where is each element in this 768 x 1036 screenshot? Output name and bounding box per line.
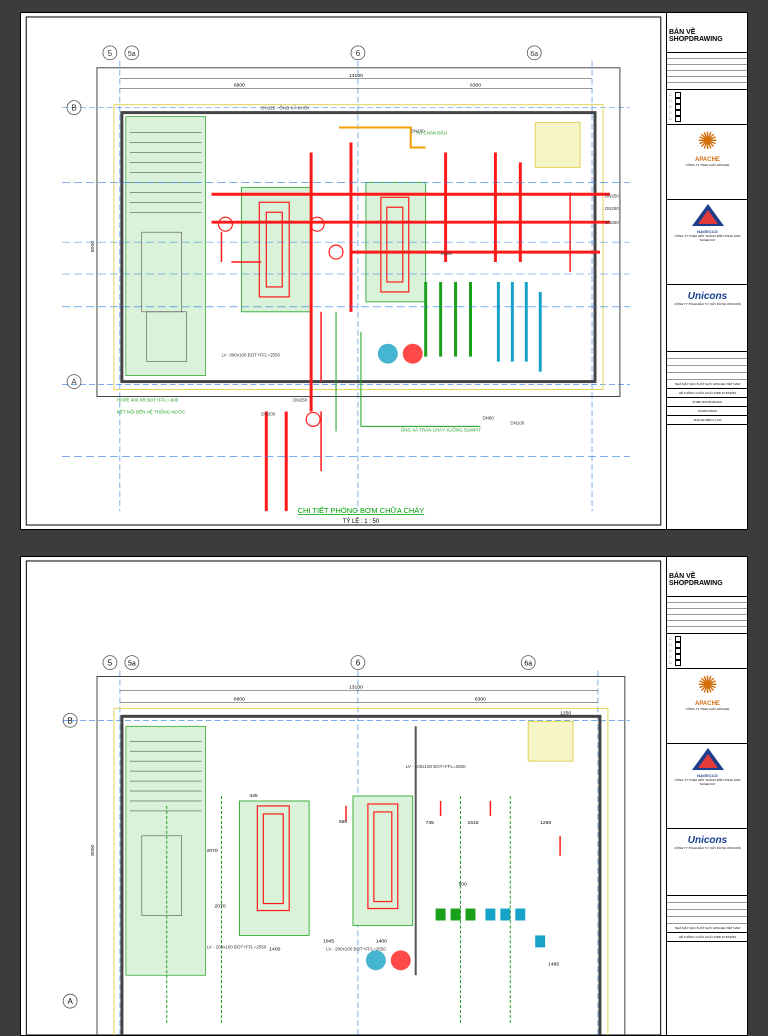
note-5: HOPE 400 XR BOT+FFL=-900: [117, 397, 179, 402]
row-label-b: B: [71, 104, 76, 113]
dim-height: 8000: [90, 844, 96, 855]
dim-d12: 500: [459, 882, 468, 888]
note-dn-3: DN250: [605, 220, 619, 225]
note-dn-8: DN250: [293, 397, 307, 402]
drawing-sheet-1: 5 5a 6 6a B A 13100 6800 6300 8000: [20, 12, 748, 530]
row-label-b: B: [67, 716, 72, 725]
pump-room-layout-drawing: 5 5a 6 6a B A 13100 6800 6300 8000 1250: [25, 560, 662, 1035]
note-lv-3: LV - 100x100 BOT+FFL=2550: [406, 764, 466, 769]
dim-d6: 1400: [376, 938, 387, 944]
nagecco-logo-icon: [691, 204, 724, 227]
grid-label-5a: 5a: [128, 661, 136, 668]
row-label-a: A: [71, 378, 77, 387]
dim-d13: 1485: [548, 961, 559, 967]
drawing-scale: TỶ LỆ : 1 : 50: [343, 517, 380, 525]
drawing-number: SHD-02-MEP-F (1/3): [667, 416, 747, 426]
client-logo: ✺ APACHE CÔNG TY TNHH GIÀY APACHE: [667, 125, 747, 201]
dim-right: 6300: [470, 83, 481, 89]
note-dn-6: DN100: [510, 420, 524, 425]
row-label-a: A: [67, 997, 73, 1006]
contractor-logo: Unicons CÔNG TY TNHH ĐẦU TƯ XÂY DỰNG UNI…: [667, 829, 747, 897]
client-logo: ✺ APACHE CÔNG TY TNHH GIÀY APACHE: [667, 669, 747, 745]
note-dn-2: DN250: [605, 206, 619, 211]
pump-room-plan-drawing: 5 5a 6 6a B A 13100 6800 6300 8000: [25, 16, 662, 526]
note-dn-9: DN100: [411, 129, 425, 134]
drawing-sheet-2: 5 5a 6 6a B A 13100 6800 6300 8000 1250: [20, 556, 748, 1036]
signature-rows: [667, 896, 747, 925]
dim-d5: 1845: [323, 938, 334, 944]
grid-label-6a: 6a: [530, 51, 538, 58]
title-block-1: BẢN VẼ SHOPDRAWING □□□□□ ✺ APACHE CÔNG T…: [666, 13, 747, 529]
dim-total: 13100: [349, 73, 363, 79]
grid-bubbles-top: 5 5a 6 6a: [102, 45, 542, 61]
apache-logo-icon: ✺: [697, 128, 718, 156]
project-name: NHÀ MÁY SẢN XUẤT GIÀY APACHE VIỆT NAM: [667, 924, 747, 934]
grid-label-5: 5: [108, 659, 113, 668]
dim-total: 13100: [349, 684, 363, 690]
drawing-type: BẢN VẼ SHOPDRAWING: [667, 557, 747, 597]
revision-grid: [667, 53, 747, 90]
dim-d11: 2070: [215, 904, 226, 910]
note-dn-7: DN200: [261, 411, 275, 416]
grid-label-6a: 6a: [524, 661, 532, 668]
grid-label-6: 6: [356, 49, 361, 58]
dim-left: 6800: [234, 83, 245, 89]
note-dn-5: DN80: [482, 415, 494, 420]
signature-rows: [667, 352, 747, 381]
consultant-logo: NAGECCO CÔNG TY TNHH MỘT THÀNH VIÊN TỔNG…: [667, 200, 747, 286]
note-lv-1: LV - 200x100 BOT+FFL=2550: [207, 944, 267, 949]
dim-d3: 2070: [207, 848, 218, 854]
title-block-2: BẢN VẼ SHOPDRAWING □□□□□ ✺ APACHE CÔNG T…: [666, 557, 747, 1035]
status-box: □□□□□: [667, 634, 747, 670]
system-name: HỆ THỐNG CHỮA CHÁY FIRE SYSTEMS: [667, 933, 747, 943]
drawing-subtitle: PUMP ROOM: [667, 407, 747, 417]
note-dn-4: DN80: [441, 251, 453, 256]
dim-d8: 745: [426, 820, 435, 826]
consultant-logo: NAGECCO CÔNG TY TNHH MỘT THÀNH VIÊN TỔNG…: [667, 744, 747, 830]
dim-left: 6800: [234, 696, 245, 702]
grid-label-6: 6: [356, 659, 361, 668]
revision-grid: [667, 597, 747, 634]
note-6: KẾT NỐI ĐẾN HỆ THỐNG NƯỚC: [117, 407, 186, 414]
drawing-caption: CHI TIẾT PHÒNG BƠM CHỮA CHÁY: [298, 505, 425, 515]
dim-d7: 580: [339, 819, 348, 825]
status-box: □□□□□: [667, 90, 747, 126]
dim-d4: 1400: [269, 946, 280, 952]
dim-d10: 1260: [540, 820, 551, 826]
nagecco-logo-icon: [691, 748, 724, 771]
note-7: ỐNG XẢ TRÀN CHẢY XUỐNG SUMPIT: [401, 426, 481, 432]
drawing-title: PUMP ROOM DETAIL: [667, 398, 747, 408]
note-dn-1: DN250: [605, 193, 619, 198]
system-name: HỆ THỐNG CHỮA CHÁY FIRE SYSTEMS: [667, 389, 747, 399]
grid-label-5: 5: [108, 49, 113, 58]
note-1: DN125 - ỐNG XẢ KHÓI: [261, 105, 308, 111]
drawing-type: BẢN VẼ SHOPDRAWING: [667, 13, 747, 53]
dim-right: 6300: [475, 696, 486, 702]
note-lv-2: LV - 200x100 BOT+FFL=2550: [326, 946, 386, 951]
contractor-logo: Unicons CÔNG TY TNHH ĐẦU TƯ XÂY DỰNG UNI…: [667, 285, 747, 353]
note-3: LV -300x100 BOT+FFL=2550: [221, 353, 280, 358]
dim-d2: 445: [249, 793, 258, 799]
dim-d9: 1515: [467, 820, 478, 826]
grid-label-5a: 5a: [128, 51, 136, 58]
dim-d1: 1250: [560, 710, 571, 716]
apache-logo-icon: ✺: [697, 672, 718, 700]
project-name: NHÀ MÁY SẢN XUẤT GIÀY APACHE VIỆT NAM: [667, 380, 747, 390]
note-2: TỪ CHÂN ĐẦU: [416, 130, 447, 136]
dim-height: 8000: [90, 241, 96, 252]
